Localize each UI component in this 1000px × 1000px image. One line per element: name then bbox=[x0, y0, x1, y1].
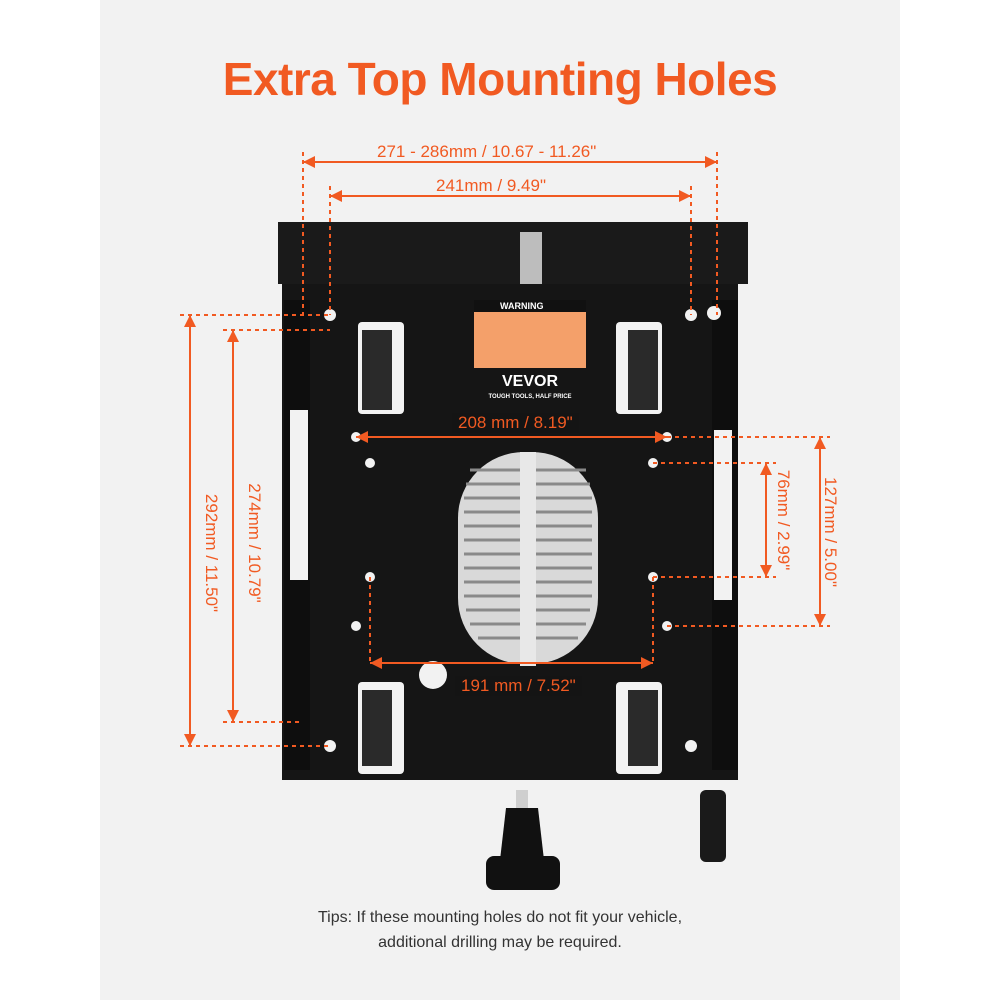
roller-bottom-left bbox=[362, 690, 392, 766]
roller-top-left bbox=[362, 330, 392, 410]
tips-line-1: Tips: If these mounting holes do not fit… bbox=[317, 909, 683, 926]
dim-outer-width: 271 - 286mm / 10.67 - 11.26" bbox=[377, 142, 597, 161]
brand-tagline: TOUGH TOOLS, HALF PRICE bbox=[488, 394, 572, 400]
warning-label-header bbox=[474, 300, 586, 312]
top-rail bbox=[278, 222, 748, 284]
dim-height-right-short: 76mm / 2.99" bbox=[774, 469, 793, 571]
tips-note: Tips: If these mounting holes do not fit… bbox=[100, 905, 900, 955]
lower-hole bbox=[419, 661, 447, 689]
right-slot bbox=[714, 430, 732, 600]
dimension-arrowheads bbox=[184, 156, 826, 746]
spring-rod bbox=[520, 452, 536, 666]
left-slot bbox=[290, 410, 308, 580]
dim-height-outer: 292mm / 11.50" bbox=[202, 493, 221, 613]
warning-label-text: WARNING bbox=[500, 301, 544, 311]
dim-height-right-long: 127mm / 5.00" bbox=[821, 477, 840, 587]
dim-mid-width-top: 208 mm / 8.19" bbox=[452, 413, 579, 433]
side-lever bbox=[700, 790, 726, 862]
dim-height-inner: 274mm / 10.79" bbox=[245, 483, 264, 603]
roller-top-right bbox=[628, 330, 658, 410]
dimension-lines bbox=[180, 152, 830, 747]
knob-grip bbox=[500, 808, 544, 860]
page-title: Extra Top Mounting Holes bbox=[222, 53, 778, 105]
dim-mid-width-bottom: 191 mm / 7.52" bbox=[455, 676, 582, 696]
tips-line-2: additional drilling may be required. bbox=[378, 934, 622, 951]
brand-logo: VEVOR bbox=[501, 373, 558, 390]
top-bolt bbox=[520, 232, 542, 284]
roller-bottom-right bbox=[628, 690, 658, 766]
dim-inner-width: 241mm / 9.49" bbox=[436, 176, 546, 195]
knob-base bbox=[486, 856, 560, 890]
